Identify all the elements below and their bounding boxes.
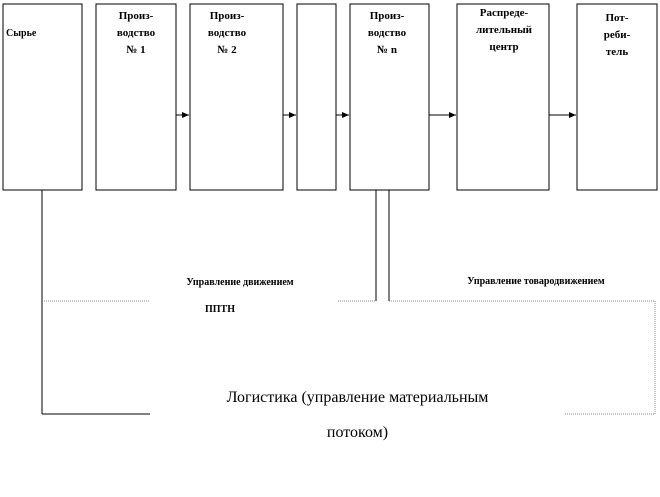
logistics-bracket [41,190,150,415]
stage-box-distribution-center [456,3,550,191]
stage-label-consumer: Пот- реби- тель [603,12,631,58]
production-management-label-abbr: ППТН [204,304,235,315]
stage-label-production-2: Произ- водство № 2 [207,10,247,56]
production-management-label: Управление движением [186,277,294,288]
stage-box-intermediate [296,3,337,191]
stage-box-consumer [576,3,658,191]
stage-box-raw-materials [2,3,83,191]
stage-box-production-n [349,3,430,191]
logistics-label: Логистика (управление материальным [226,389,489,406]
stage-label-distribution-center: Распреде- лительный центр [475,7,533,53]
stage-label-production-1: Произ- водство № 1 [116,10,156,56]
distribution-management-bracket [389,300,656,414]
distribution-management-label: Управление товародвижением [467,276,605,287]
stage-box-production-2 [189,3,284,191]
management-divider [375,190,390,301]
stage-box-production-1 [95,3,177,191]
logistics-label-line2: потоком) [326,424,389,441]
stage-label-production-n: Произ- водство № n [367,10,407,56]
stage-label-raw-materials: Сырье [6,28,37,39]
